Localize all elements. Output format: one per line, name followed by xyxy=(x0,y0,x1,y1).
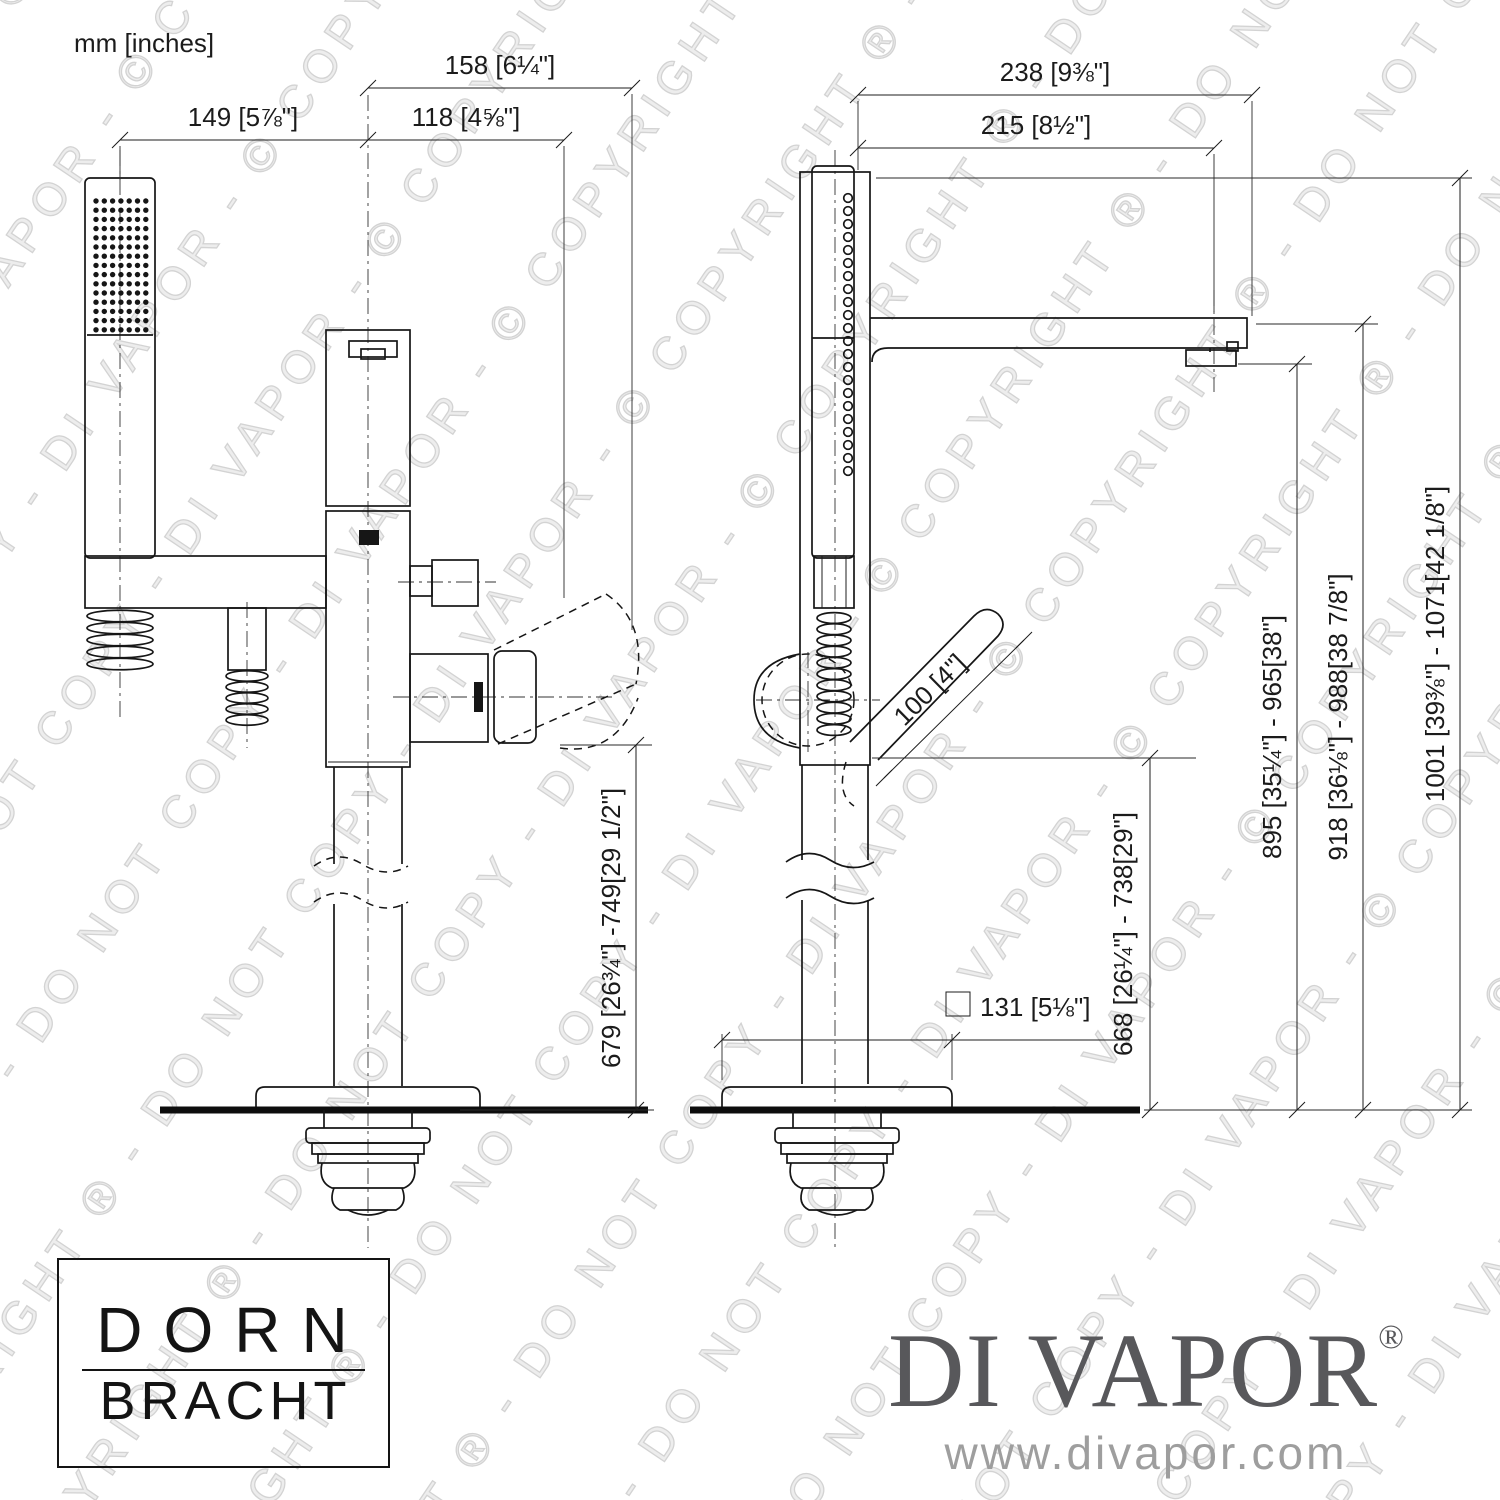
supply-hose-coil xyxy=(225,669,269,727)
dimension-lines xyxy=(111,79,1472,1119)
registered-mark-icon: ® xyxy=(1378,1319,1404,1356)
dornbracht-logo-rule xyxy=(82,1368,365,1371)
lever-index-mark xyxy=(474,682,483,712)
lever-end-cap xyxy=(493,650,537,744)
base-plate-front xyxy=(255,1086,481,1109)
side-view xyxy=(690,165,1248,1216)
handshower-hose-coil xyxy=(86,609,154,671)
dim-118: 118 [4⅝"] xyxy=(412,102,521,132)
dim-918: 918 [36⅛"] - 988[38 7/8"] xyxy=(1323,573,1353,860)
dornbracht-logo-line1: DORN xyxy=(96,1293,369,1366)
hose-connector-side xyxy=(813,555,855,609)
dornbracht-logo-line2: BRACHT xyxy=(99,1370,352,1431)
handshower-spray-face xyxy=(93,198,149,333)
divapor-name: DI VAPOR xyxy=(888,1312,1379,1429)
dim-1001: 1001 [39⅜"] - 1071[42 1/8"] xyxy=(1420,486,1450,802)
lever-swung-position xyxy=(493,593,640,750)
lever-hub xyxy=(409,653,489,743)
dim-668: 668 [26¼"] - 738[29"] xyxy=(1108,812,1138,1056)
dim-149: 149 [5⅞"] xyxy=(188,102,298,132)
diverter-stem xyxy=(409,565,433,597)
dornbracht-logo: DORN BRACHT xyxy=(57,1258,390,1468)
base-plate-side xyxy=(721,1086,953,1109)
divapor-wordmark: DI VAPOR® xyxy=(810,1318,1482,1424)
divapor-logo: DI VAPOR® www.divapor.com xyxy=(810,1318,1482,1480)
riser-front xyxy=(313,767,409,1086)
centerlines xyxy=(119,95,1215,1248)
handshower-front xyxy=(84,177,156,559)
tailpiece-side xyxy=(774,1109,900,1216)
faucet-body-front xyxy=(325,329,640,768)
dimension-labels: mm [inches] 158 [6¼"] 149 [5⅞"] 118 [4⅝"… xyxy=(74,28,1450,1068)
holder-ball xyxy=(753,653,855,749)
spout-aerator xyxy=(1185,349,1237,367)
riser-side xyxy=(785,765,875,1084)
hose-coil-side xyxy=(816,611,852,737)
divapor-url: www.divapor.com xyxy=(944,1427,1348,1479)
lever-side xyxy=(841,608,1004,807)
units-label: mm [inches] xyxy=(74,28,214,58)
spout-outlet-mark xyxy=(359,530,379,545)
dim-238: 238 [9⅜"] xyxy=(1000,57,1110,87)
dim-158: 158 [6¼"] xyxy=(445,50,555,80)
handshower-spray-beads xyxy=(842,192,854,477)
dim-679: 679 [26¾"] -749[29 1/2"] xyxy=(596,788,626,1068)
dim-215: 215 [8½"] xyxy=(981,110,1091,140)
square-symbol xyxy=(945,991,971,1017)
faucet-body-side xyxy=(799,171,1248,766)
handshower-side xyxy=(811,165,855,559)
handshower-holder-bar xyxy=(84,555,327,609)
dim-131: 131 [5⅛"] xyxy=(980,992,1090,1022)
dim-895: 895 [35¼"] - 965[38"] xyxy=(1257,615,1287,859)
diverter-knob xyxy=(431,559,479,607)
